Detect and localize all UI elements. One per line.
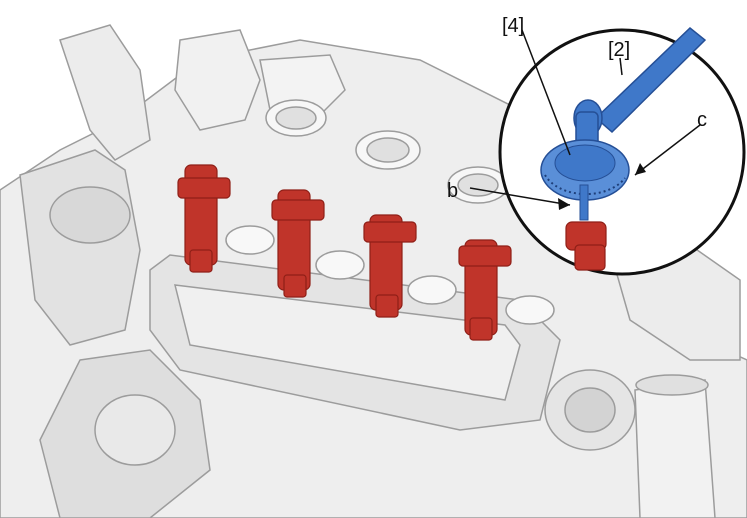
label-point-c: c xyxy=(697,109,707,131)
fuel-injector-icon xyxy=(177,164,512,341)
leader-lines xyxy=(469,29,701,206)
detail-injector xyxy=(565,221,607,271)
arrow-heads xyxy=(558,163,646,210)
injector-4 xyxy=(458,239,512,341)
label-point-b: b xyxy=(447,180,458,202)
injector-1 xyxy=(177,164,231,273)
label-tool-4: [4] xyxy=(502,15,524,37)
detail-view xyxy=(498,27,746,276)
injector-3 xyxy=(363,214,417,318)
label-tool-2: [2] xyxy=(608,39,630,61)
injector-2 xyxy=(271,189,325,298)
